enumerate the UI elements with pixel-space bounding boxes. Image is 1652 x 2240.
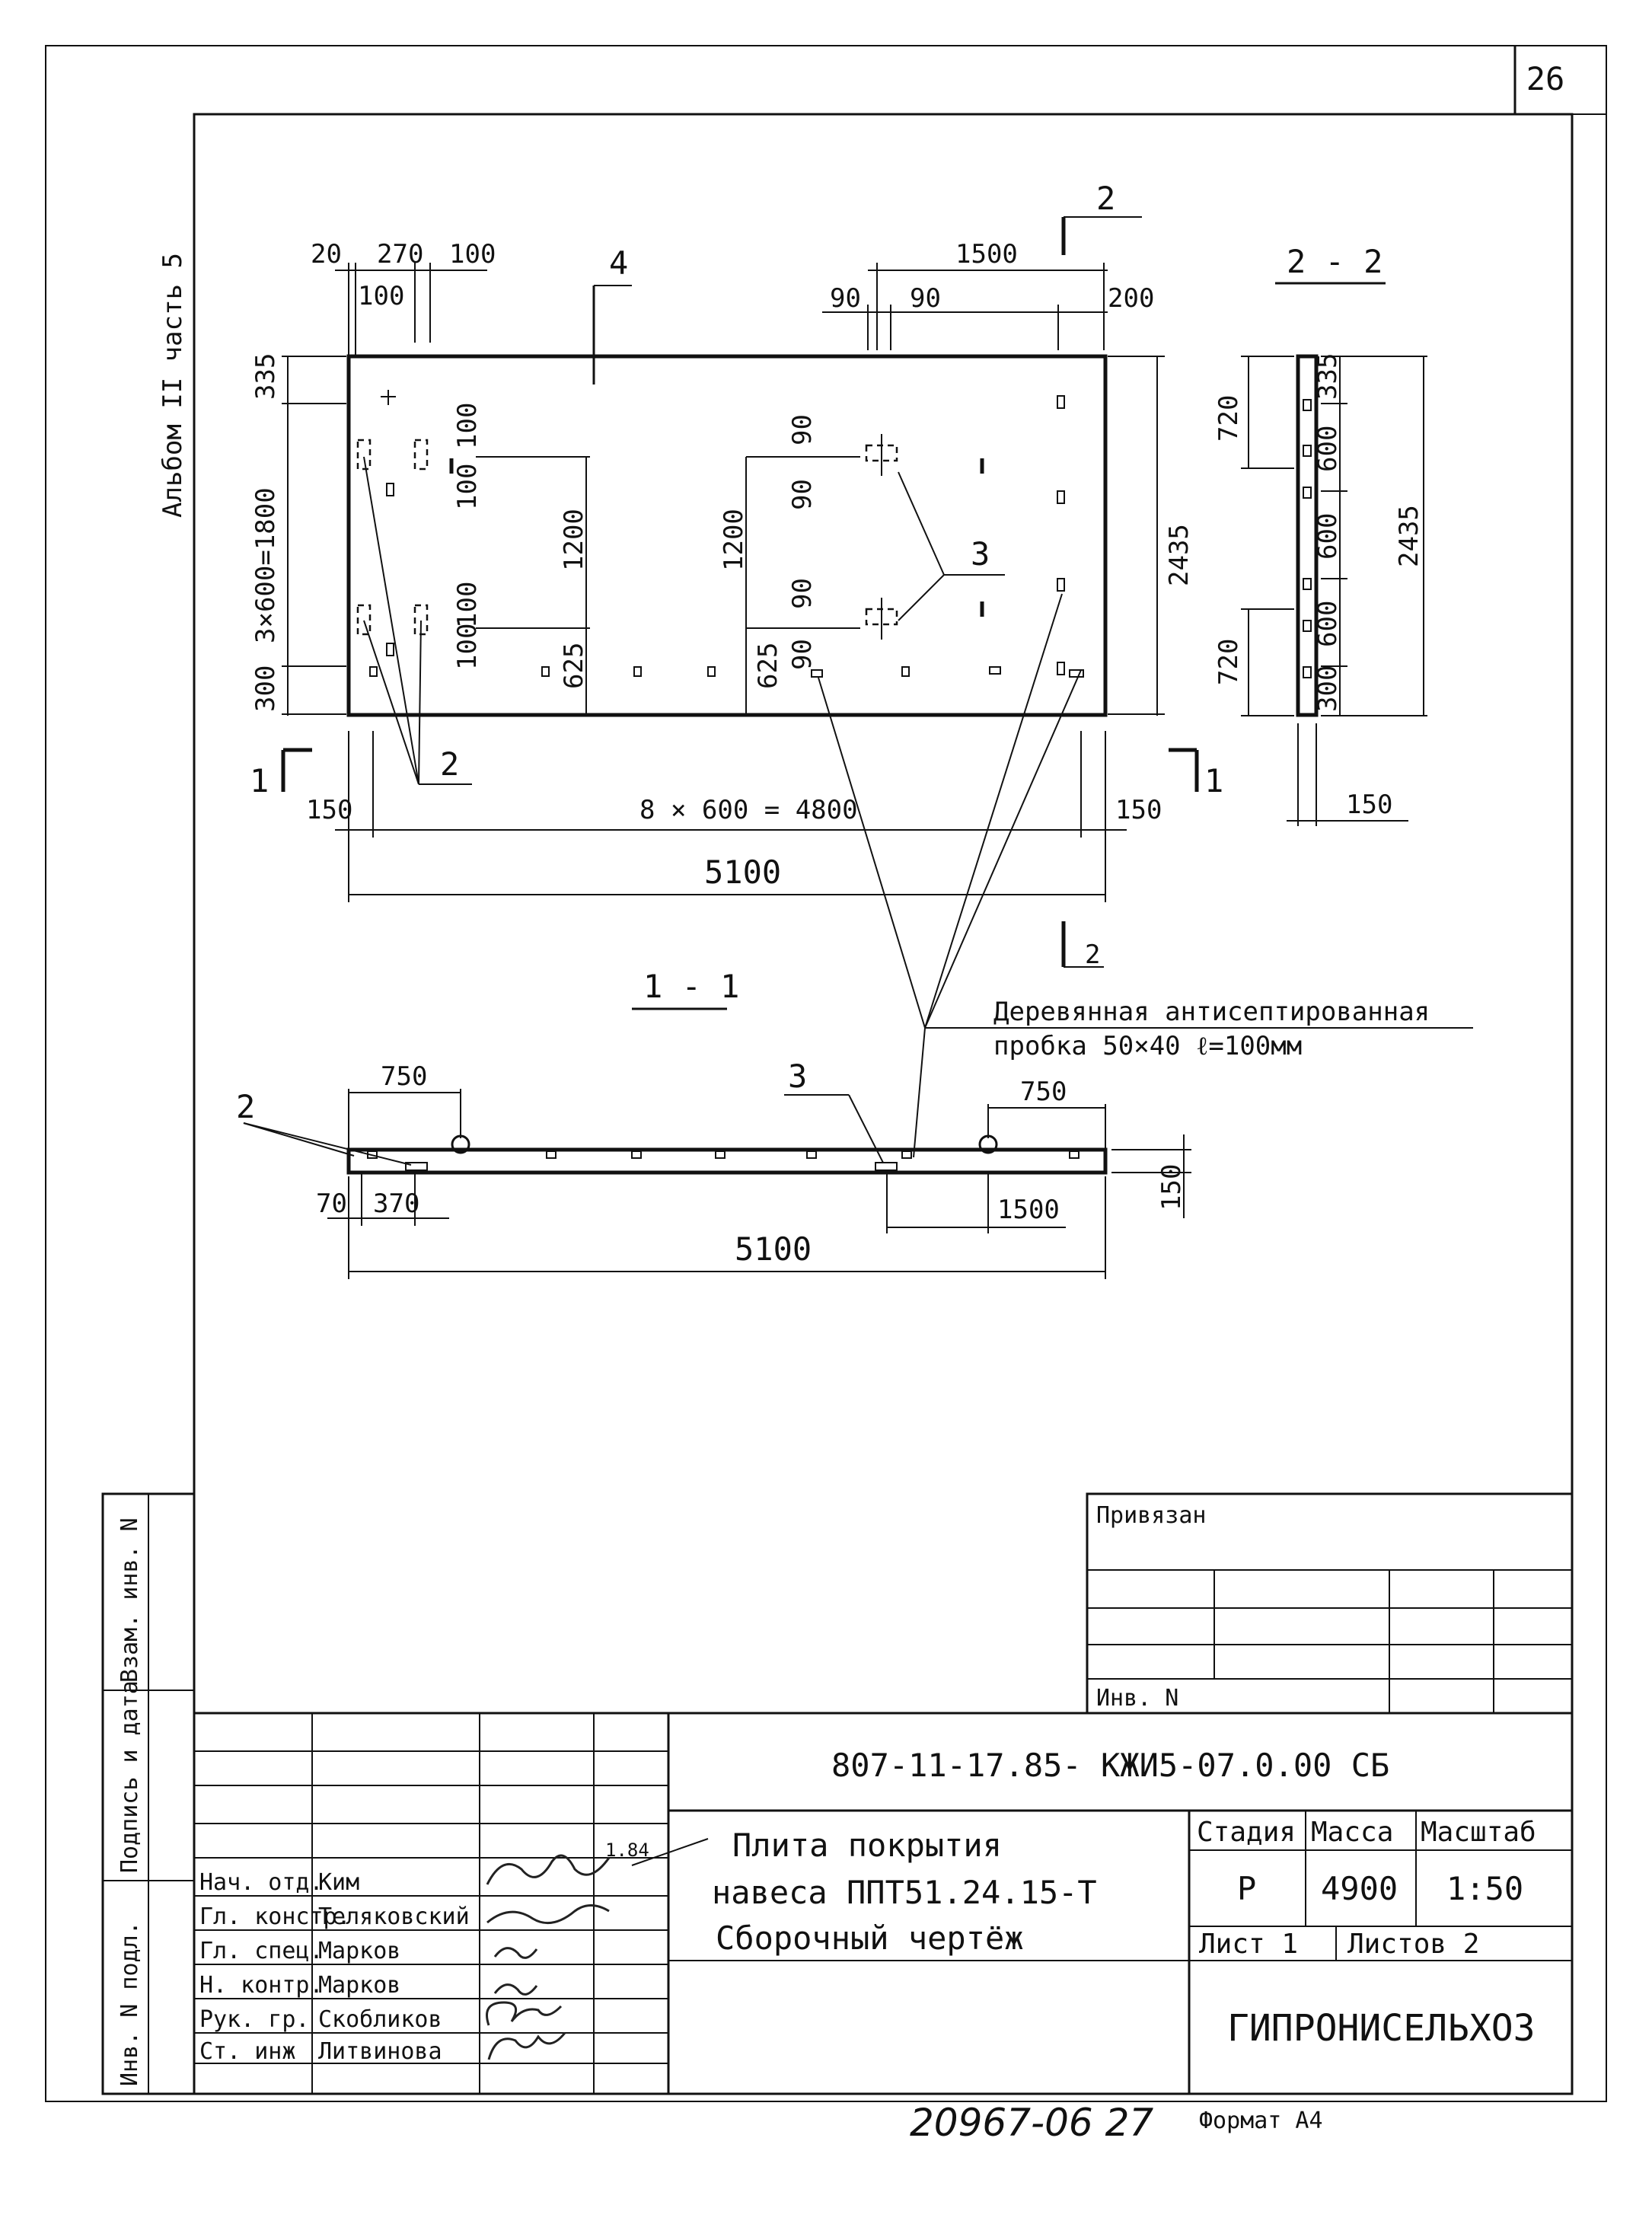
section-2-2-view (1241, 282, 1427, 826)
plan-dim-100-sub: 100 (358, 281, 404, 311)
s11-dim-70: 70 (316, 1189, 347, 1219)
plan-dim-100-top: 100 (449, 239, 496, 270)
plan-dim-335: 335 (250, 353, 281, 400)
album-label: Альбом II часть 5 (158, 253, 188, 518)
s11-callout-2: 2 (236, 1088, 255, 1125)
footer-format: Формат А4 (1199, 2108, 1323, 2134)
s22-dim-720-bottom: 720 (1213, 639, 1244, 685)
staff-role-0: Нач. отд. (199, 1869, 324, 1896)
staff-name-1: Теляковский (318, 1903, 470, 1930)
plan-dim-625-right: 625 (753, 643, 783, 689)
title-block (193, 1712, 1574, 2095)
footer-number: 20967-06 27 (910, 2101, 1153, 2145)
plan-dim-8x600: 8 × 600 = 4800 (639, 795, 858, 825)
sheet-label: Лист 1 (1199, 1929, 1298, 1960)
staff-role-2: Гл. спец. (199, 1938, 324, 1964)
side-stamp-replaced-inv: Взам. инв. N (116, 1517, 143, 1683)
callout-3: 3 (971, 535, 990, 573)
staff-name-4: Скобликов (318, 2006, 442, 2033)
title-line-2: навеса ППТ51.24.15-Т (712, 1874, 1097, 1911)
plan-view (281, 216, 1473, 1158)
s22-dim-2435: 2435 (1394, 505, 1424, 567)
scale-label: Масштаб (1421, 1817, 1536, 1848)
plan-dim-20: 20 (311, 239, 342, 270)
s11-dim-750-left: 750 (381, 1061, 427, 1092)
plan-dim-1500-top: 1500 (955, 239, 1018, 270)
side-stamp-signature-date: Подпись и дата (116, 1680, 143, 1873)
staff-role-3: Н. контр. (199, 1972, 324, 1999)
plan-dim-270: 270 (377, 239, 423, 270)
s11-dim-750-right: 750 (1020, 1077, 1067, 1107)
note-line-2: пробка 50×40 ℓ=100мм (993, 1031, 1302, 1061)
plan-dim-150-right: 150 (1115, 795, 1162, 825)
staff-role-1: Гл. констр. (199, 1903, 351, 1930)
callout-2: 2 (440, 745, 459, 783)
s22-dim-335: 335 (1312, 353, 1343, 400)
bound-label: Привязан (1096, 1502, 1207, 1529)
section-mark-2-bottom: 2 (1085, 940, 1100, 970)
organization-name: ГИПРОНИСЕЛЬХОЗ (1227, 2007, 1536, 2050)
s22-dim-720-top: 720 (1213, 395, 1244, 442)
sheet-number: 26 (1526, 60, 1565, 97)
plan-dim-100-in-b: 100 (452, 464, 483, 510)
doc-code: 807-11-17.85- КЖИ5-07.0.00 СБ (831, 1747, 1389, 1784)
note-line-1: Деревянная антисептированная (993, 997, 1430, 1027)
scale-value: 1:50 (1446, 1870, 1523, 1907)
callout-4: 4 (609, 244, 628, 282)
plan-dim-300: 300 (250, 665, 281, 712)
s22-dim-600-c: 600 (1312, 601, 1343, 647)
sheets-label: Листов 2 (1347, 1929, 1479, 1960)
date-note: 1.84 (605, 1840, 649, 1861)
staff-role-5: Ст. инж (199, 2038, 295, 2065)
plan-dim-90-a: 90 (830, 283, 861, 314)
s11-callout-3: 3 (788, 1058, 807, 1095)
s11-dim-5100: 5100 (735, 1230, 812, 1268)
staff-role-4: Рук. гр. (199, 2006, 310, 2033)
s22-dim-300: 300 (1312, 665, 1343, 712)
plan-dim-90-b: 90 (910, 283, 941, 314)
mass-value: 4900 (1321, 1870, 1398, 1907)
plan-dim-1200-left: 1200 (559, 509, 589, 571)
section-mark-1-right: 1 (1204, 762, 1223, 799)
section-2-2-title: 2 - 2 (1287, 243, 1383, 280)
mass-label: Масса (1311, 1817, 1393, 1848)
staff-name-5: Литвинова (318, 2038, 442, 2065)
slab-outline (346, 354, 1108, 717)
plan-dim-1200-right: 1200 (719, 509, 749, 571)
plan-dim-200: 200 (1108, 283, 1154, 314)
staff-name-2: Марков (318, 1938, 400, 1964)
plan-dim-90-c: 90 (787, 414, 818, 445)
plan-dim-100-in-c: 100 (452, 582, 483, 628)
plan-dim-3x600: 3×600=1800 (250, 487, 281, 643)
s22-dim-150: 150 (1346, 790, 1392, 820)
plan-dim-90-f: 90 (787, 639, 818, 670)
staff-name-3: Марков (318, 1972, 400, 1999)
staff-name-0: Ким (318, 1869, 359, 1896)
title-line-1: Плита покрытия (732, 1827, 1002, 1864)
plan-dim-90-e: 90 (787, 578, 818, 609)
plan-dim-5100: 5100 (704, 854, 781, 891)
side-stamp-original-inv: Инв. N подл. (116, 1921, 143, 2086)
plan-dim-625-left: 625 (559, 643, 589, 689)
s11-dim-370: 370 (373, 1189, 419, 1219)
title-line-3: Сборочный чертёж (716, 1919, 1024, 1957)
stage-label: Стадия (1197, 1817, 1296, 1848)
s22-dim-600-b: 600 (1312, 513, 1343, 560)
section-mark-2-top: 2 (1096, 180, 1115, 217)
section-mark-1-left: 1 (250, 762, 269, 799)
plan-dim-2435: 2435 (1164, 524, 1194, 586)
s11-dim-150: 150 (1156, 1164, 1187, 1211)
plan-dim-90-d: 90 (787, 479, 818, 510)
section-1-1-slab (346, 1147, 1108, 1175)
section-1-1-title: 1 - 1 (643, 968, 739, 1005)
s22-dim-600-a: 600 (1312, 426, 1343, 472)
plan-dim-100-in-a: 100 (452, 403, 483, 449)
plan-dim-100-in-d: 100 (452, 624, 483, 670)
plan-dim-150-left: 150 (306, 795, 352, 825)
stage-value: Р (1237, 1870, 1256, 1907)
section-1-1-view (243, 1007, 1191, 1279)
inv-label: Инв. N (1096, 1685, 1178, 1712)
s11-dim-1500: 1500 (997, 1195, 1060, 1225)
